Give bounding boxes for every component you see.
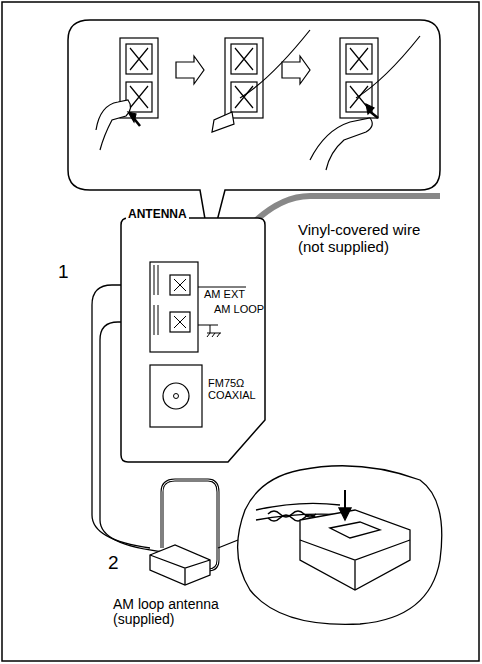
terminal-block [150,262,198,352]
terminal [170,312,190,332]
coaxial-pin [174,394,179,399]
wire-label: Vinyl-covered wire (not supplied) [298,222,448,255]
jack-label: FM75Ω COAXIAL [208,377,260,401]
coaxial-jack [163,383,189,409]
terminal-screw [174,316,186,328]
callout-number: 2 [108,553,119,574]
terminal-label: AM EXT [204,288,245,300]
terminal-screw [174,279,186,291]
terminal-label: AM LOOP [214,303,264,315]
panel-outline [118,215,268,465]
terminal-lever [154,265,158,335]
antenna-label: AM loop antenna (supplied) [113,597,243,628]
jack-plate [150,365,202,427]
loop-antenna [150,480,218,585]
terminal [170,275,190,295]
antenna-panel: ANTENNAAM EXTAM LOOPFM75Ω COAXIAL [118,215,268,465]
terminal-steps [96,30,420,170]
panel-heading: ANTENNA [126,208,189,221]
zoom-bubble [68,20,440,248]
panel-shape [121,218,265,462]
callout-number: 1 [58,262,69,283]
antenna-zoom [218,466,442,625]
